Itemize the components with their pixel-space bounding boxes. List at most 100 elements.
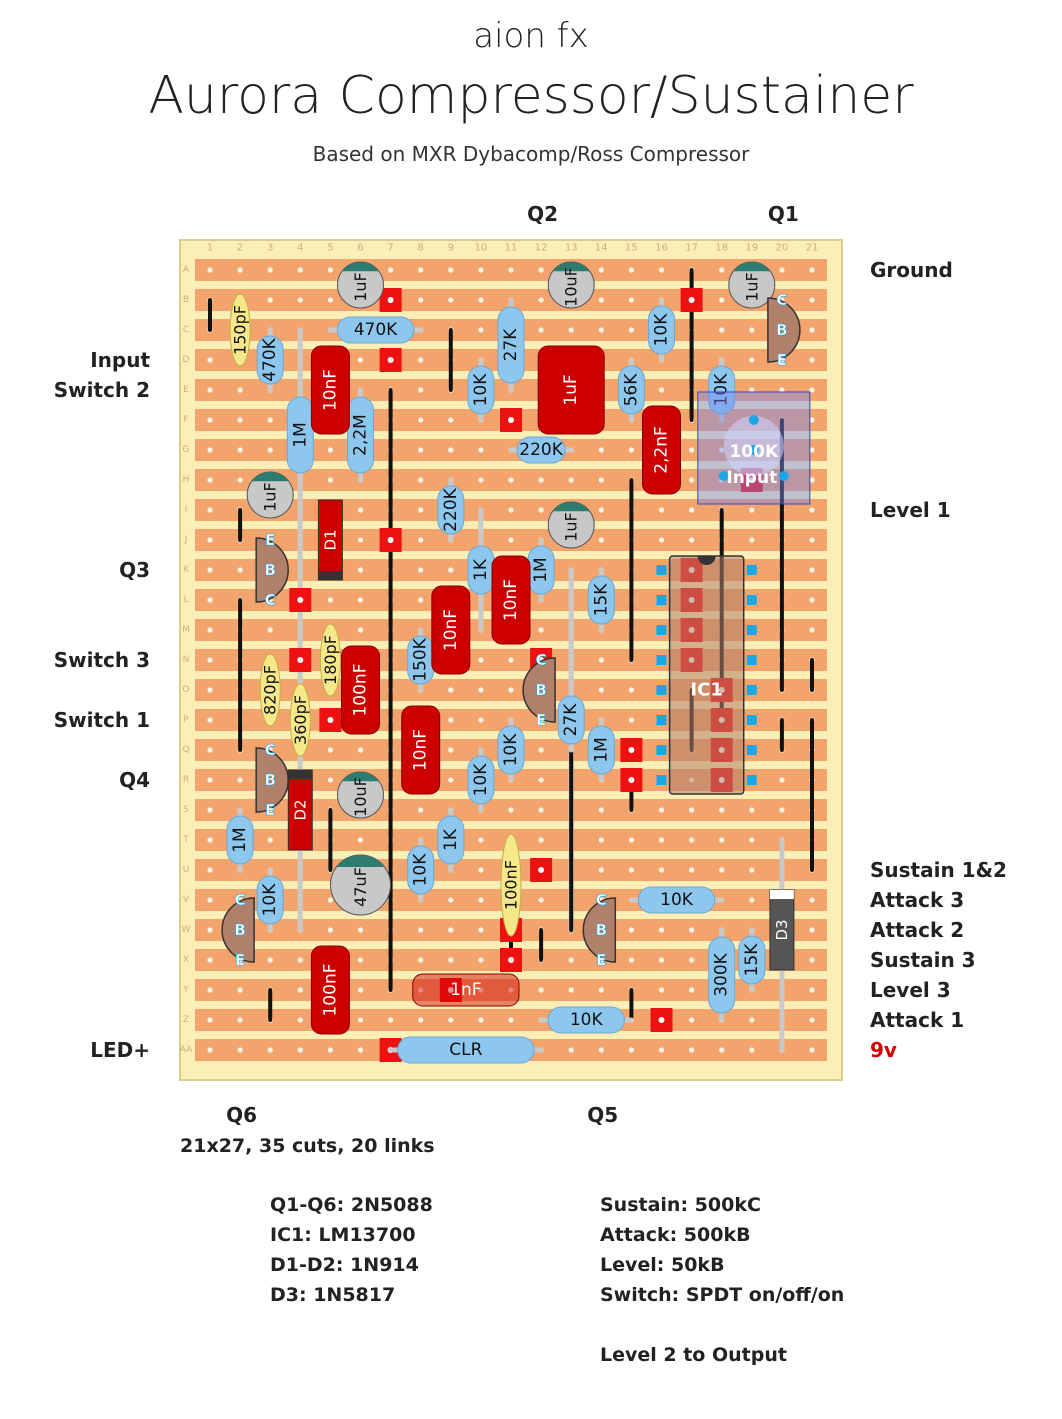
hole	[508, 477, 514, 483]
transistor-pin: C	[265, 591, 276, 609]
row-letter: W	[182, 925, 191, 935]
hole	[809, 327, 815, 333]
row-letter: C	[183, 325, 189, 335]
resistor-value: 150K	[411, 637, 431, 681]
hole	[689, 927, 695, 933]
hole	[538, 987, 544, 993]
resistor: 220K	[508, 436, 574, 464]
hole	[628, 1047, 635, 1053]
hole	[658, 507, 665, 513]
strip-cut	[289, 588, 312, 612]
row-letter: P	[183, 715, 189, 725]
hole	[538, 777, 544, 783]
hole	[628, 687, 635, 693]
hole	[749, 537, 755, 543]
ic-pin	[746, 715, 757, 725]
film-capacitor: 2,2nF	[642, 405, 681, 495]
resistor: 15K	[587, 567, 615, 633]
column-number: 2	[237, 243, 243, 254]
resistor: 1M	[286, 387, 314, 483]
resistor-value: 10K	[652, 313, 672, 347]
capacitor-value: 1uF	[742, 272, 761, 302]
hole	[237, 417, 243, 423]
row-letter: O	[182, 685, 189, 695]
hole	[418, 597, 424, 603]
transistor: CBE	[522, 651, 556, 729]
hole	[538, 747, 544, 753]
hole	[598, 267, 604, 273]
hole	[207, 1047, 213, 1053]
hole	[418, 447, 424, 453]
capacitor-value: 10nF	[411, 729, 431, 771]
hole	[267, 957, 273, 963]
hole	[357, 747, 364, 753]
hole	[779, 387, 785, 393]
hole	[538, 477, 544, 483]
resistor-value: 10K	[501, 733, 521, 767]
hole	[207, 387, 213, 393]
hole	[809, 1017, 815, 1023]
transistor: CBE	[767, 291, 801, 369]
hole	[448, 717, 454, 723]
strip-cut	[620, 768, 643, 792]
note-line: Level 2 to Output	[600, 1344, 787, 1366]
hole	[327, 597, 333, 603]
hole	[719, 267, 725, 273]
resistor: 10K	[497, 717, 525, 783]
column-number: 3	[267, 243, 273, 254]
row-letter: R	[183, 775, 189, 785]
film-capacitor: 1uF	[537, 345, 605, 435]
hole	[628, 927, 635, 933]
hole	[418, 507, 424, 513]
capacitor-value: 100nF	[502, 860, 521, 910]
hole	[267, 417, 273, 423]
electrolytic-capacitor: 1uF	[547, 501, 595, 549]
diode-band	[288, 770, 313, 779]
hole	[598, 657, 604, 663]
hole	[357, 837, 364, 843]
resistor-value: 1M	[290, 422, 310, 447]
ic-pin	[656, 655, 667, 665]
strip-cut	[650, 1008, 673, 1032]
hole	[779, 807, 785, 813]
hole	[267, 267, 273, 273]
hole	[809, 297, 815, 303]
hole	[508, 807, 514, 813]
hole	[327, 297, 333, 303]
diode-label: D3	[773, 919, 791, 940]
hole	[508, 987, 514, 993]
hole	[598, 477, 604, 483]
resistor: 150K	[407, 627, 435, 693]
parts-notes-left: Q1-Q6: 2N5088 IC1: LM13700 D1-D2: 1N914 …	[270, 1190, 433, 1310]
hole	[749, 897, 755, 903]
resistor-value: 10K	[570, 1010, 604, 1030]
resistor-value: 1M	[591, 737, 611, 762]
row-letter: Q	[182, 745, 189, 755]
hole	[357, 627, 364, 633]
hole	[327, 1047, 333, 1053]
hole	[598, 807, 604, 813]
hole	[297, 267, 303, 273]
hole	[568, 327, 574, 333]
electrolytic-capacitor: 47uF	[330, 854, 391, 916]
hole	[568, 1047, 574, 1053]
hole	[418, 567, 424, 573]
hole	[809, 357, 815, 363]
resistor-value: 1M	[230, 827, 250, 852]
hole	[749, 1047, 755, 1053]
ic-pin	[656, 625, 667, 635]
hole	[719, 327, 725, 333]
hole	[478, 957, 484, 963]
transistor-pin: B	[264, 561, 275, 579]
resistor-value: 10K	[660, 890, 694, 910]
hole	[508, 507, 514, 513]
hole	[478, 267, 484, 273]
hole	[749, 327, 755, 333]
hole	[448, 447, 454, 453]
transistor-pin: C	[235, 891, 246, 909]
hole	[719, 837, 725, 843]
resistor-value: 2,2M	[351, 414, 371, 456]
note-line: Level: 50kB	[600, 1254, 725, 1276]
hole	[538, 627, 544, 633]
